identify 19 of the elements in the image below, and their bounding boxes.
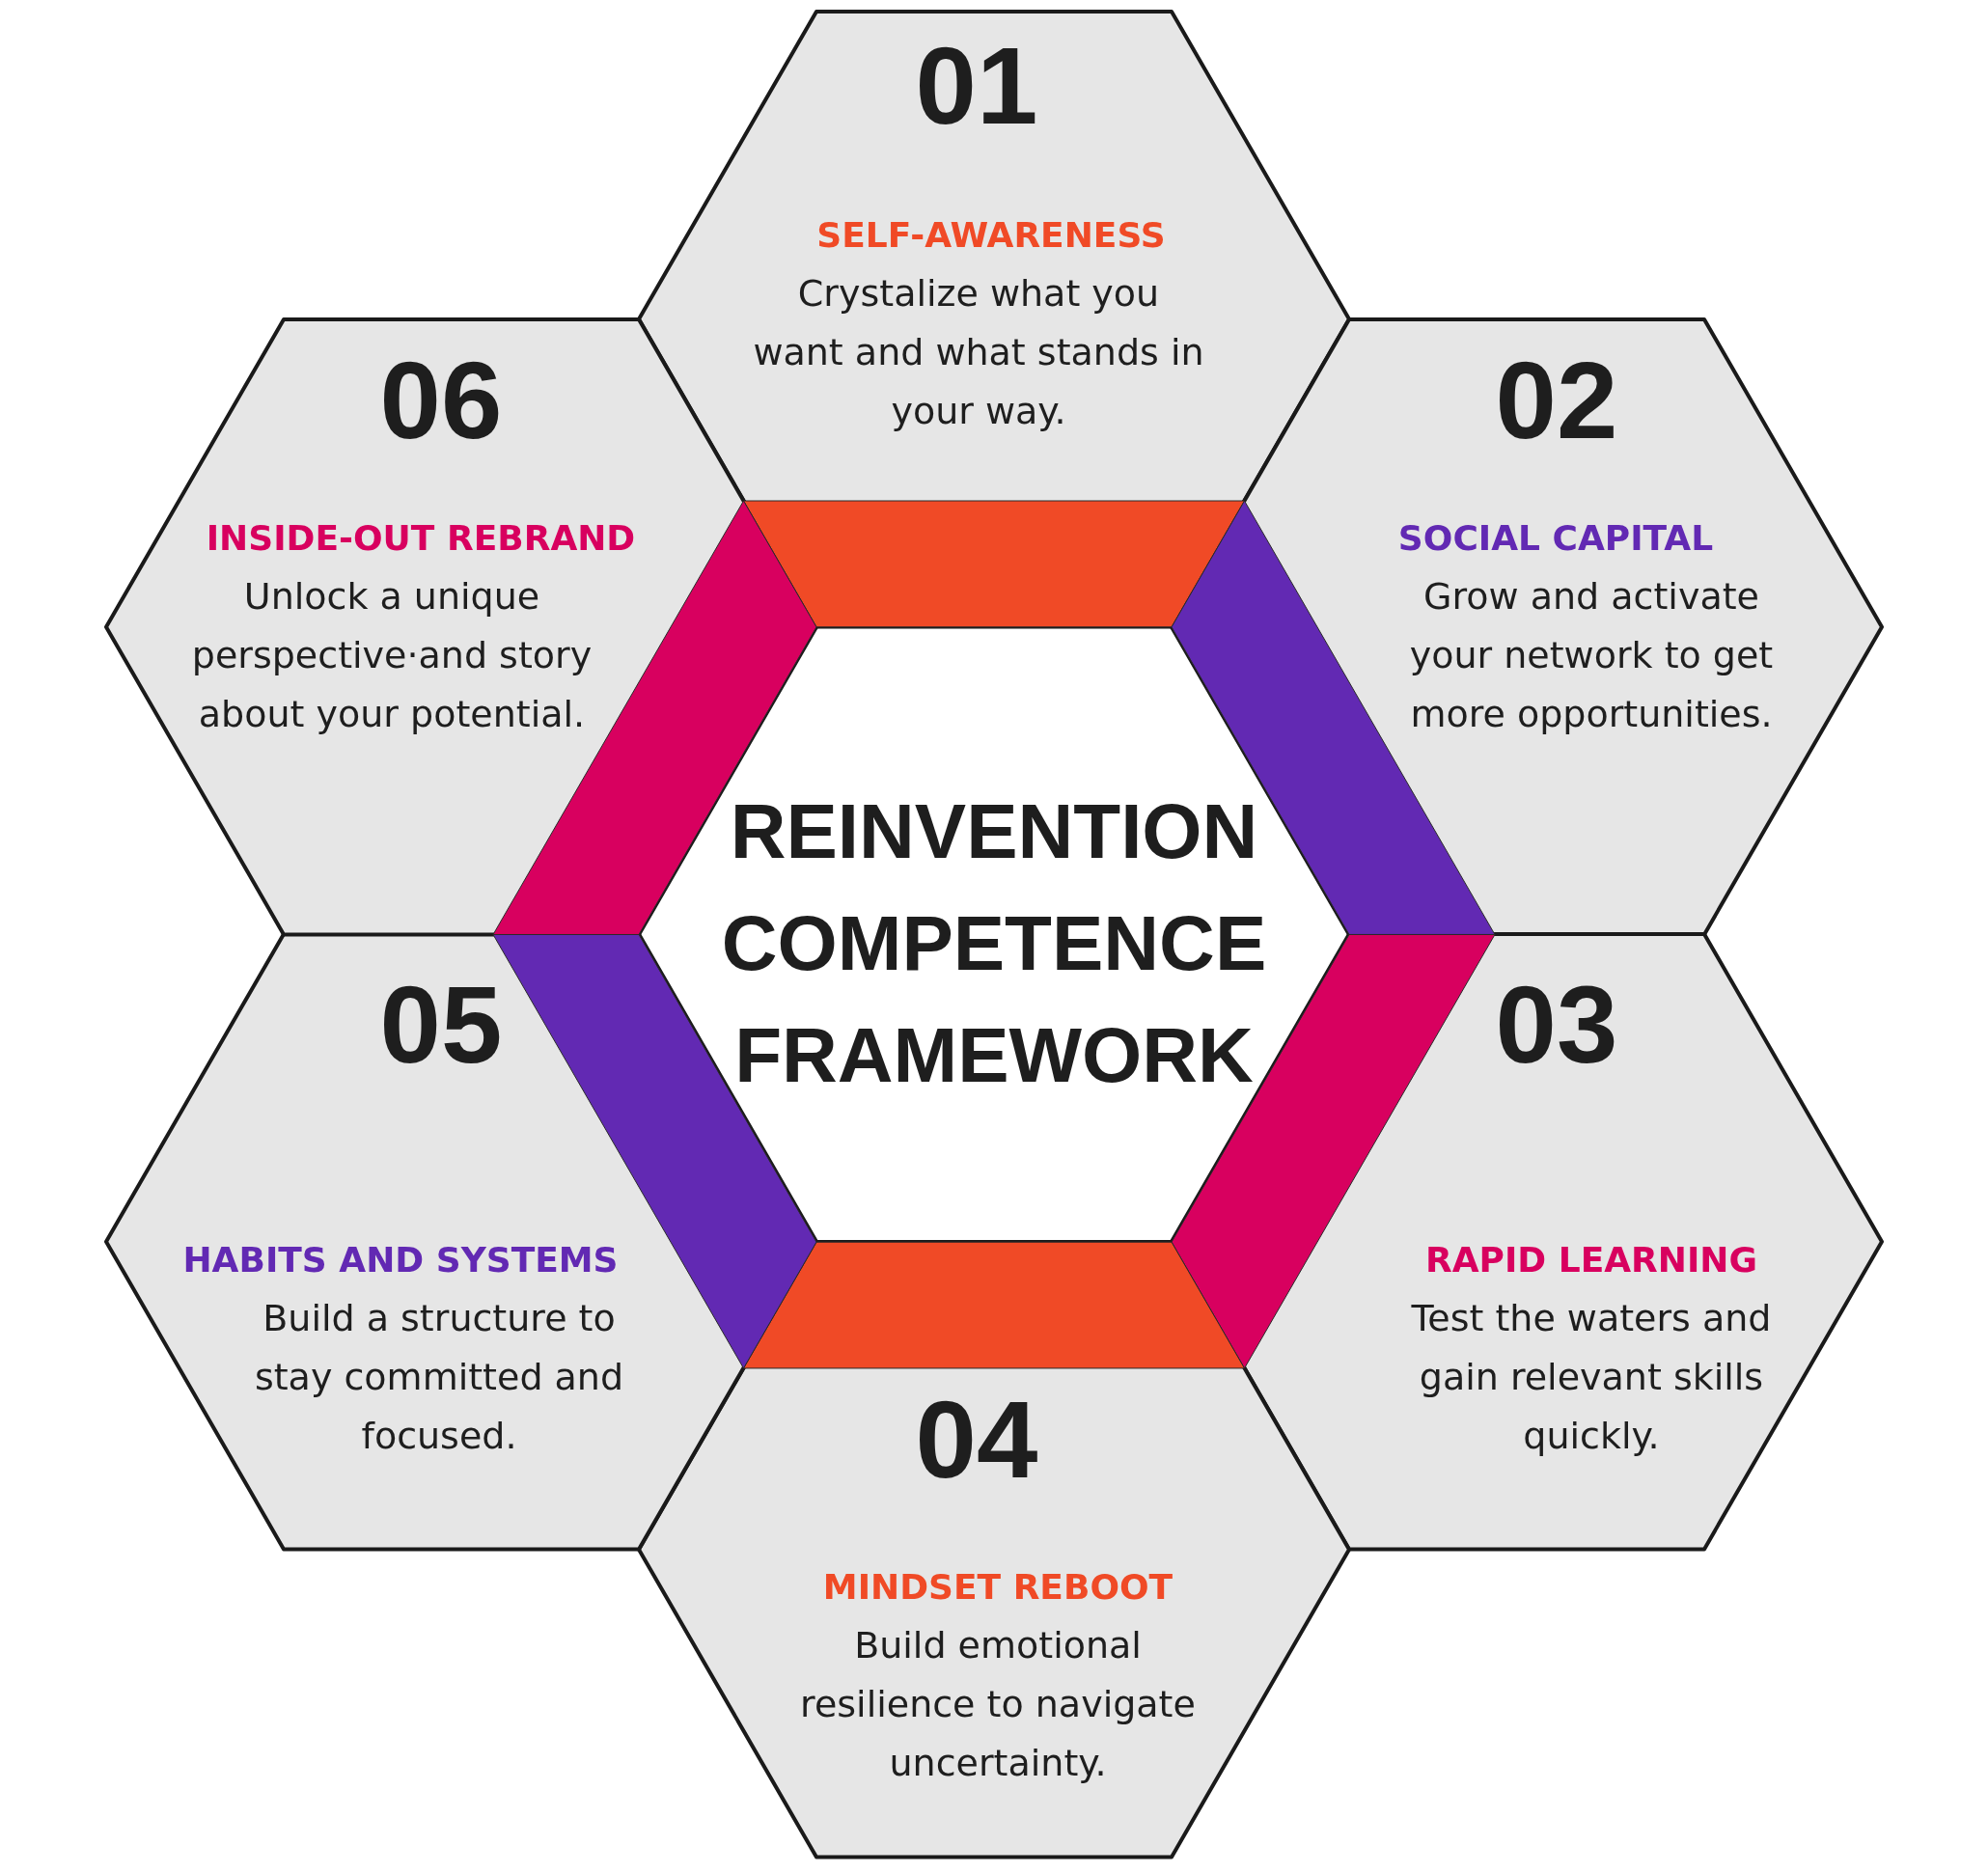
step-number: 05 [378,967,504,1083]
step-title: SELF-AWARENESS [815,213,1167,257]
step-description: Grow and activate your network to get more opportunities. [1408,573,1775,737]
framework-title: REINVENTION COMPETENCE FRAMEWORK [720,787,1268,1100]
step-number: 06 [378,342,504,458]
step-description: Unlock a unique perspective·and story about your potential. [190,573,594,737]
step-title: RAPID LEARNING [1423,1239,1759,1281]
step-title: INSIDE-OUT REBRAND [205,516,637,560]
step-description: Test the waters and gain relevant skills quickly. [1410,1296,1773,1459]
step-description: Crystalize what you want and what stands in your way. [752,270,1205,434]
step-title: MINDSET REBOOT [821,1565,1174,1609]
step-description: Build emotional resilience to navigate uncertainty. [799,1622,1197,1786]
step-description: Build a structure to stay committed and focused. [253,1296,625,1459]
step-number: 02 [1494,342,1619,458]
step-title: HABITS AND SYSTEMS [181,1239,620,1281]
step-title: SOCIAL CAPITAL [1396,516,1715,560]
step-number: 03 [1494,967,1619,1083]
step-number: 01 [914,27,1039,144]
step-number: 04 [914,1381,1039,1498]
